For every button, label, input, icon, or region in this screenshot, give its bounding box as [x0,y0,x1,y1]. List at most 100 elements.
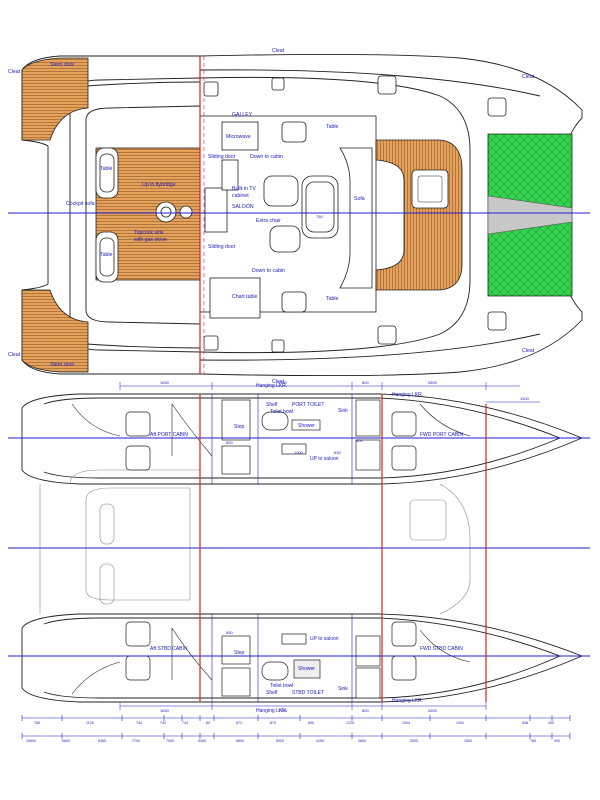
label-sink-top: Sink [338,408,348,414]
scale-ticks-row2 [21,733,571,739]
scale-row1-0: 780 [34,721,40,725]
dim-inner-0: 800 [226,440,233,445]
label-cabinet: cabinet [232,193,249,199]
scale-row2-5: 6480 [198,739,206,743]
label-hanging-lkr-bottom-right: Hanging LKR. [392,698,423,704]
scale-row2-4: 7000 [166,739,174,743]
scale-row1-10: 1004 [402,721,410,725]
label-shower-top: Shower [298,423,315,429]
stern-step-top [21,57,89,141]
label-stern-door-top: Stern door [50,62,74,68]
dim-top-2: 800 [362,380,369,385]
label-sliding-door-bottom: Sliding door [208,244,236,250]
port-cabins [125,399,417,475]
label-table-left-bottom: Table [100,252,113,258]
dim-top-4: 1500 [520,396,530,401]
cabin-dimensions-top [119,382,540,403]
dim-inner-3: 650 [226,630,233,635]
scale-row1-1: 1126 [86,721,94,725]
dim-bottom-3: 2600 [428,708,438,713]
label-down-to-cabin-bottom: Down to cabin [252,268,285,274]
label-stern-door-bottom: Stern door [50,362,74,368]
label-table-left-top: Table [100,166,113,172]
scale-row2-8: 4150 [316,739,324,743]
label-table-dim: 750 [316,214,323,219]
label-microwave: Microwave [226,134,251,140]
label-extra-chair: Extra chair [256,218,281,224]
stern-step-bottom [21,289,89,373]
dim-top-1: 1720 [278,380,288,385]
label-hanging-lkr-bottom: Hanging LKR. [256,708,287,714]
dim-inner-4: 800 [356,438,363,443]
label-step-top: Step [234,424,245,430]
label-toilet-bowl-top: Toilet bowl [270,409,293,415]
label-up-to-saloon-bottom: UP to saloon [310,636,339,642]
label-hanging-lkr-top: Hanging LKR. [256,383,287,389]
scale-row2-13: 300 [554,739,560,743]
label-cleat-top: Cleat [272,48,285,54]
scale-row1-5: 80 [206,721,210,725]
stbd-hull [21,613,584,703]
cabin-dimensions-bottom [119,702,487,710]
bridgedeck-ghost [39,469,471,615]
cabin-partitions [211,394,353,702]
label-saloon: SALOON [232,204,254,210]
scale-row1-3: 744 [160,721,166,725]
label-table-bottom: Table [326,296,339,302]
door-swings [71,403,471,695]
scale-ticks-row1 [21,715,571,721]
scale-row2-7: 5020 [276,739,284,743]
label-fwd-port-cabin: FWD PORT CABIN [420,432,464,438]
stbd-cabins [125,621,417,699]
label-sink-bottom: Sink [338,686,348,692]
label-hanging-lkr-top-right: Hanging LKR. [392,392,423,398]
scale-row1-12: 538 [522,721,528,725]
label-shelf-bottom: Shelf [266,690,278,696]
dim-inner-2: 530 [334,450,341,455]
trampoline-beam [487,195,573,235]
scale-row1-2: 744 [136,721,142,725]
label-down-to-cabin-top: Down to cabin [250,154,283,160]
label-table-top: Table [326,124,339,130]
label-topcock-sink: Topcock sink [134,230,164,236]
label-cleat-left-top: Cleat [8,69,21,75]
label-built-in-tv: Built-in TV [232,186,256,192]
cabin-bulkheads [199,394,487,702]
label-aft-port-cabin: Aft PORT CABIN [150,432,188,438]
deck-hatches [203,75,507,353]
scale-row2-12: 780 [530,739,536,743]
scale-row2-3: 7700 [132,739,140,743]
label-port-toilet: PORT TOILET [292,402,324,408]
scale-row2-0: 10500 [26,739,36,743]
forward-hatch [411,169,449,209]
label-sliding-door-top: Sliding door [208,154,236,160]
label-stbd-toilet: STBD TOILET [292,690,324,696]
scale-row1-4: 744 [182,721,188,725]
saloon-furniture [199,115,377,319]
label-chart-table: Chart table [232,294,257,300]
label-galley: GALLEY [232,112,253,118]
label-cleat-left-bottom: Cleat [8,352,21,358]
scale-row2-10: 2500 [410,739,418,743]
label-up-to-saloon-top: UP to saloon [310,456,339,462]
label-up-to-flybridge: Up to flybridge [142,182,176,188]
foredeck-teak [375,139,463,291]
scale-row1-6: 871 [236,721,242,725]
dim-bottom-1: 1720 [278,708,288,713]
label-cleat-right-top: Cleat [522,74,535,80]
scale-row1-9: 1229 [346,721,354,725]
bridgedeck-outline [69,76,471,354]
scale-row2-1: 9800 [62,739,70,743]
label-sofa: Sofa [354,196,365,202]
dim-bottom-2: 800 [362,708,369,713]
scale-row1-11: 1000 [456,721,464,725]
label-shelf-top: Shelf [266,402,278,408]
scale-bars [22,717,570,737]
dim-top-3: 2600 [428,380,438,385]
label-cleat-right-bottom: Cleat [522,348,535,354]
scale-row2-2: 8460 [98,739,106,743]
dim-bottom-0: 1650 [160,708,170,713]
label-aft-stbd-cabin: Aft STBD CABIN [150,646,188,652]
label-toilet-bowl-bottom: Toilet bowl [270,683,293,689]
dim-inner-1: 1000 [294,450,304,455]
